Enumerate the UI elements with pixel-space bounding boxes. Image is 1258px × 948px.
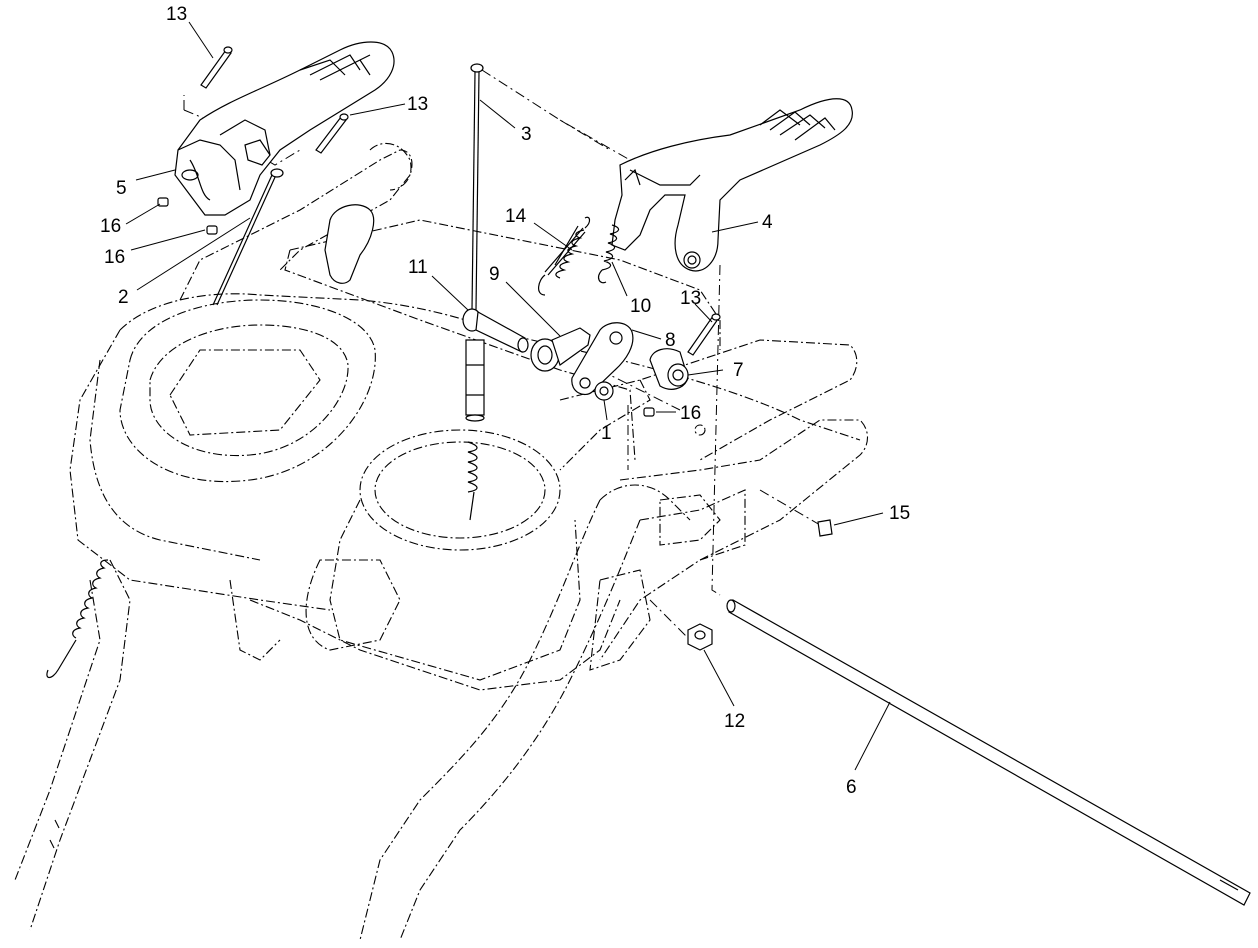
callout-16-left-upper: 16 — [100, 216, 121, 237]
part-2-rod — [212, 168, 284, 306]
callout-labels: 13 13 3 5 16 16 2 14 4 11 9 10 13 8 7 1 … — [100, 4, 910, 798]
machine-outline — [14, 142, 869, 941]
bowl-spring — [467, 441, 478, 521]
part-11-pivot — [462, 308, 529, 422]
part-13c-pin — [687, 313, 721, 356]
callout-2: 2 — [118, 287, 129, 308]
callout-13-right: 13 — [680, 288, 701, 309]
callout-3: 3 — [521, 124, 532, 145]
part-7-bushing — [649, 348, 689, 390]
callout-15: 15 — [889, 503, 910, 524]
part-1-washer — [594, 381, 614, 401]
part-16a-nut — [157, 197, 169, 207]
part-13b-pin — [315, 113, 349, 154]
part-16c-nut — [643, 407, 655, 417]
callout-16-left-lower: 16 — [104, 247, 125, 268]
callout-7: 7 — [733, 360, 744, 381]
part-6-shaft — [726, 599, 1251, 906]
part-13a-pin — [200, 46, 233, 89]
housing-spring — [46, 559, 109, 679]
callout-10: 10 — [630, 296, 651, 317]
part-12-nut — [687, 623, 713, 651]
part-16b-nut — [206, 225, 218, 235]
part-15-pin — [817, 519, 833, 537]
knob — [324, 204, 375, 284]
callout-9: 9 — [489, 264, 500, 285]
part-8-plate — [571, 322, 634, 396]
callout-13-top-left: 13 — [166, 4, 187, 25]
callout-1: 1 — [601, 423, 612, 444]
callout-13-top-middle: 13 — [407, 94, 428, 115]
leader-lines — [125, 21, 891, 771]
callout-8: 8 — [665, 330, 676, 351]
part-5-left-handle — [174, 41, 395, 216]
part-10-spring — [598, 224, 620, 284]
callout-4: 4 — [762, 212, 773, 233]
callout-16-right: 16 — [680, 403, 701, 424]
callout-14: 14 — [505, 206, 527, 227]
callout-5: 5 — [116, 178, 127, 199]
part-14-spring — [538, 216, 591, 296]
callout-6: 6 — [846, 777, 857, 798]
part-4-right-handle — [611, 98, 853, 272]
part-9-bracket — [530, 327, 591, 372]
callout-12: 12 — [724, 711, 745, 732]
callout-11: 11 — [408, 257, 428, 278]
part-3-rod — [470, 63, 484, 311]
